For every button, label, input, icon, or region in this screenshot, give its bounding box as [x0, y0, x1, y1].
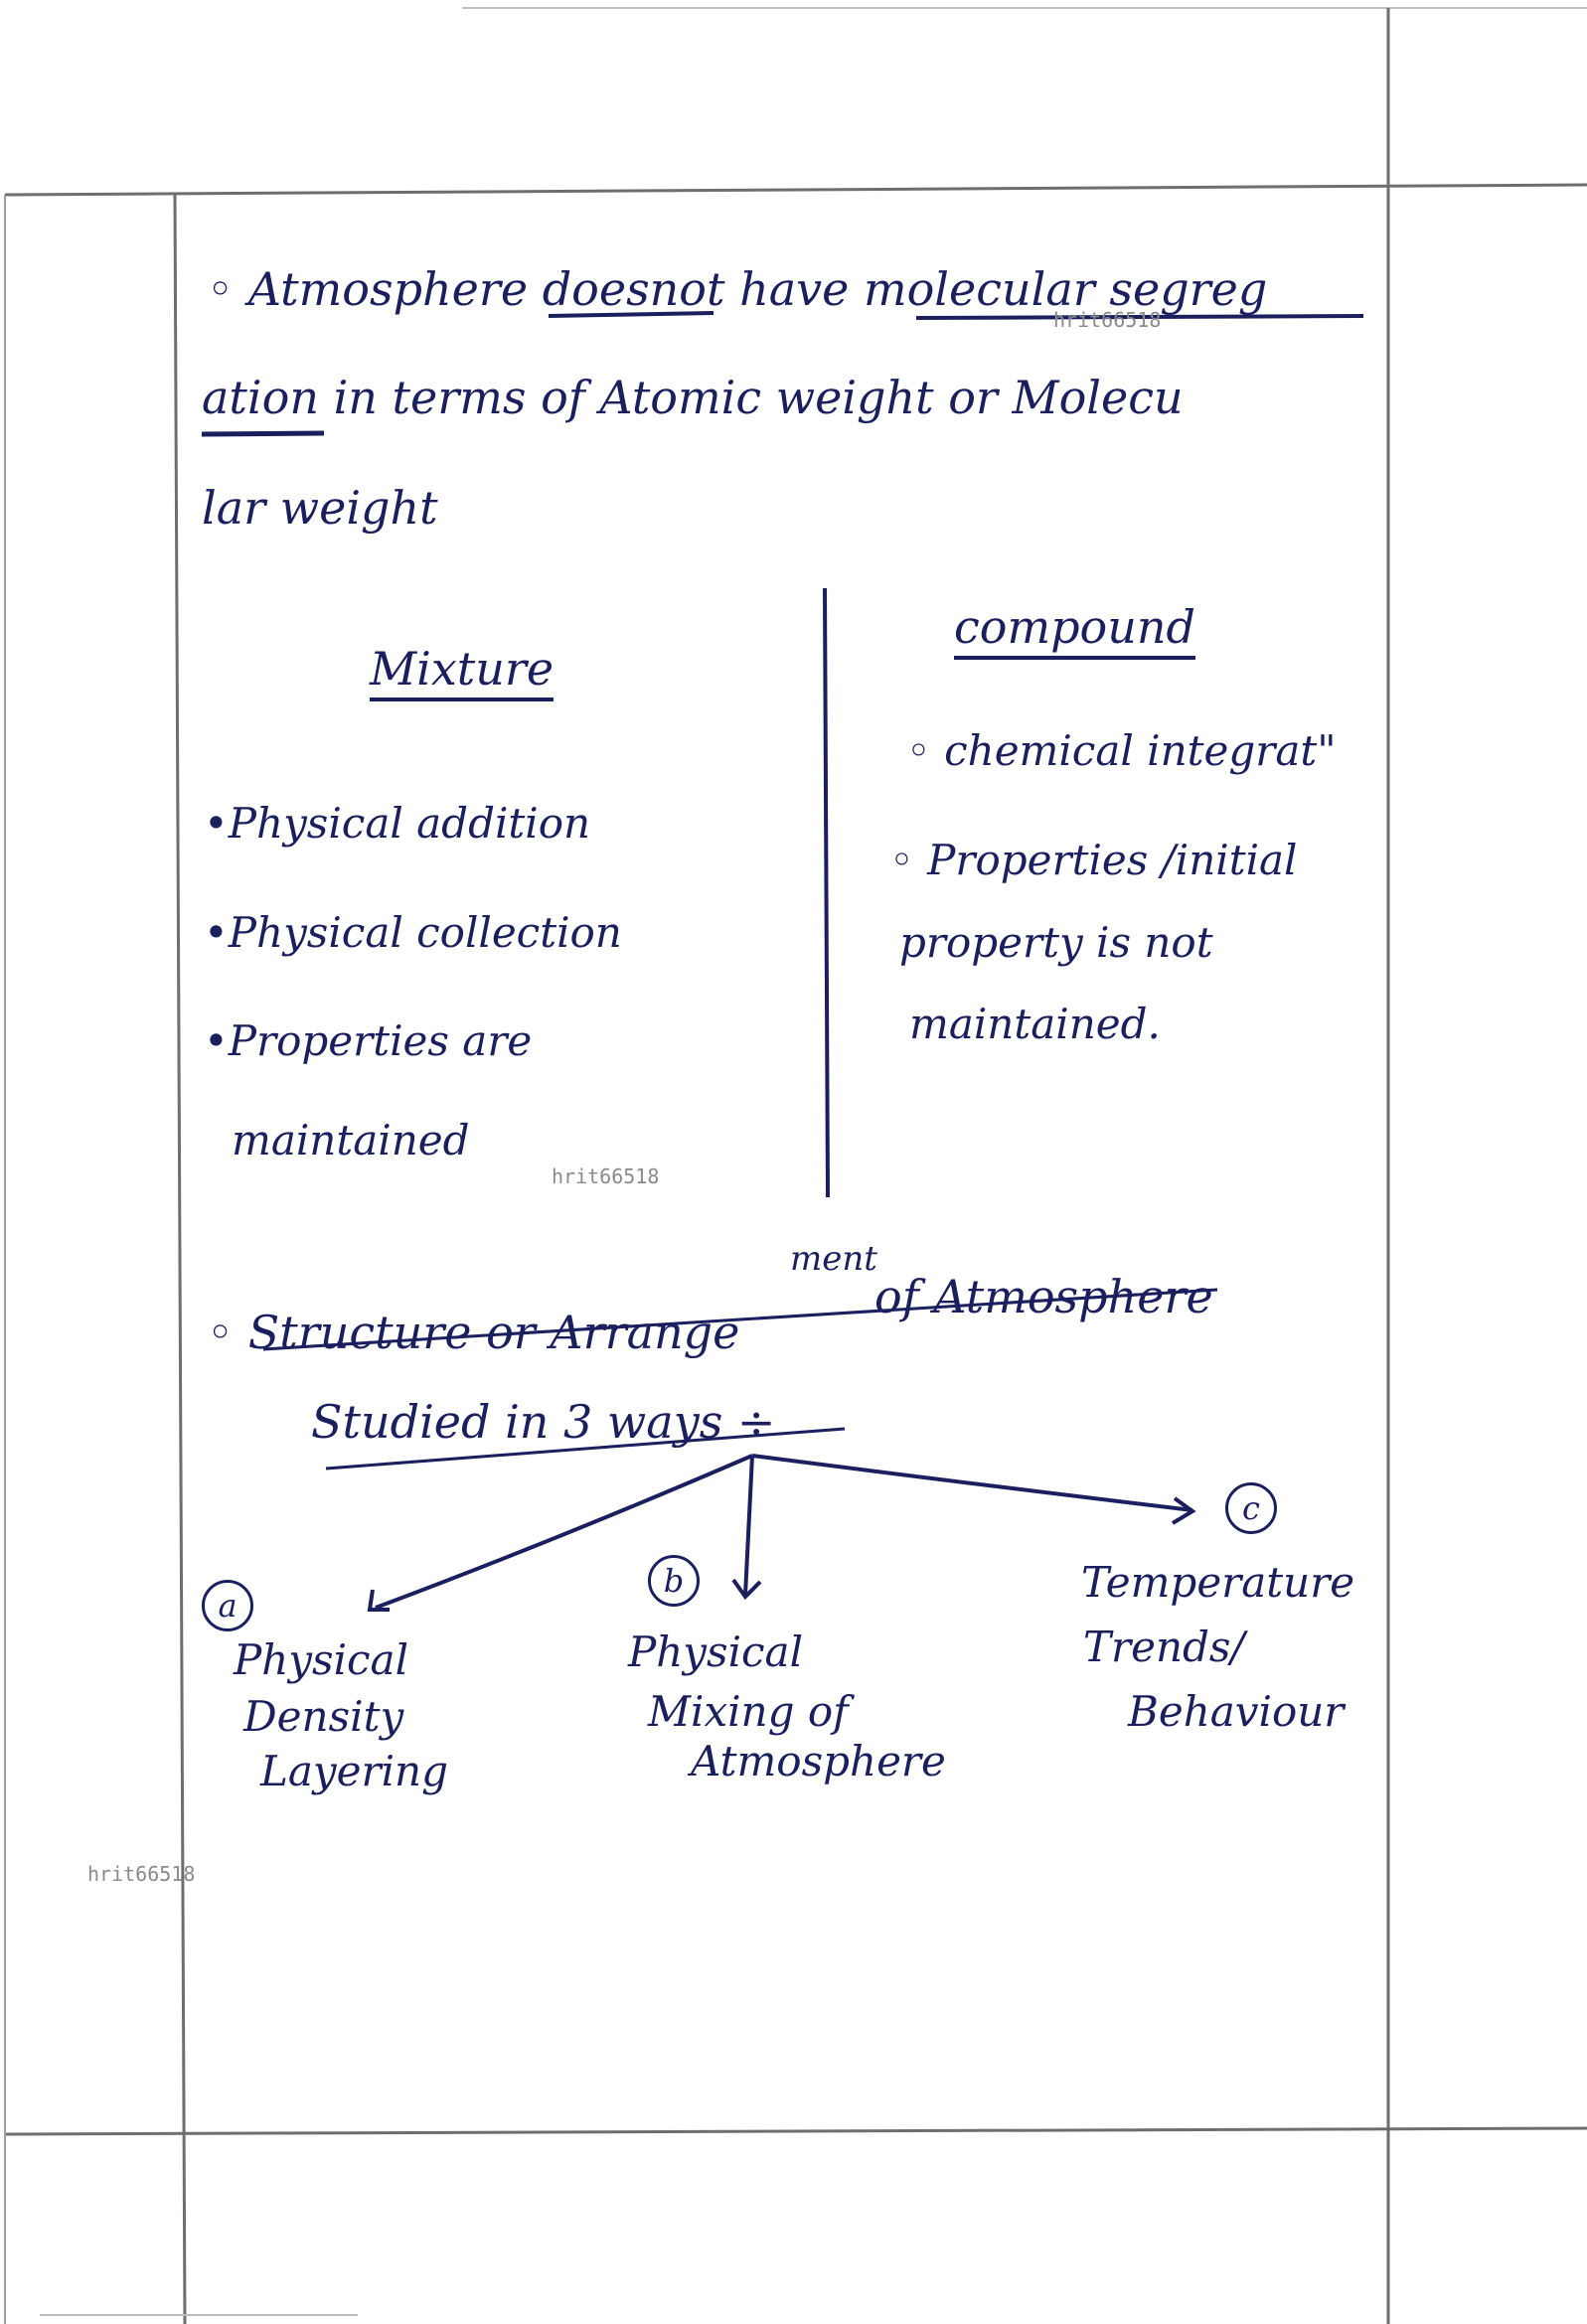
- way-c-line-3: Behaviour: [1128, 1687, 1345, 1736]
- column-divider: [823, 587, 830, 1198]
- way-c-line-2: Trends/: [1083, 1623, 1245, 1671]
- structure-line-1: ◦ Structure or Arrange: [207, 1306, 740, 1359]
- mixture-heading: Mixture: [370, 646, 555, 701]
- marker-c: c: [1225, 1482, 1277, 1534]
- marker-a: a: [202, 1580, 253, 1631]
- mixture-point-3: •Properties are: [204, 1016, 533, 1065]
- way-b-line-2: Mixing of: [648, 1687, 849, 1736]
- way-a-line-3: Layering: [260, 1747, 448, 1795]
- mixture-point-2: •Physical collection: [204, 908, 622, 957]
- intro-line-1: ◦ Atmosphere doesnot have molecular segr…: [207, 262, 1268, 316]
- way-c-line-1: Temperature: [1081, 1558, 1355, 1607]
- way-b-line-3: Atmosphere: [691, 1737, 946, 1785]
- structure-line-2: Studied in 3 ways ÷: [311, 1395, 776, 1449]
- watermark: hrit66518: [1053, 308, 1162, 332]
- marker-b: b: [648, 1555, 700, 1607]
- compound-point-1: ◦ chemical integrat": [906, 726, 1337, 775]
- watermark: hrit66518: [552, 1164, 660, 1188]
- intro-line-2: ation in terms of Atomic weight or Molec…: [202, 371, 1184, 424]
- structure-line-1-end: of Atmosphere: [874, 1270, 1213, 1323]
- compound-point-2: ◦ Properties /initial: [889, 836, 1298, 884]
- compound-heading: compound: [954, 604, 1195, 660]
- intro-line-3: lar weight: [202, 481, 438, 535]
- mixture-point-1: •Physical addition: [204, 799, 591, 848]
- way-a-line-1: Physical: [234, 1635, 409, 1684]
- mixture-point-4: maintained: [232, 1116, 470, 1164]
- compound-point-4: maintained.: [909, 1000, 1161, 1048]
- branch-arrows: [367, 1454, 1196, 1612]
- structure-superscript: ment: [790, 1239, 877, 1279]
- compound-point-3: property is not: [899, 918, 1213, 967]
- way-b-line-1: Physical: [628, 1627, 804, 1676]
- watermark: hrit66518: [87, 1862, 196, 1886]
- way-a-line-2: Density: [243, 1692, 404, 1741]
